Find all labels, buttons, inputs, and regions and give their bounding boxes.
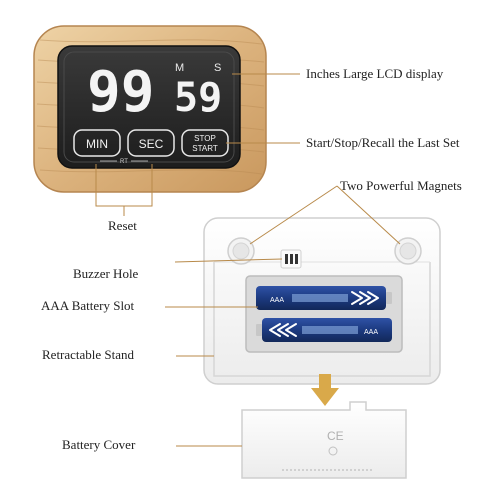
svg-text:AAA: AAA [364, 329, 378, 336]
battery-top: AAA [256, 286, 392, 310]
battery-cover: CE [241, 401, 407, 479]
second-unit-label: S [214, 62, 221, 74]
timer-back: AAA AAA [203, 217, 441, 385]
reset-callout: Reset [108, 218, 137, 233]
svg-text:AAA: AAA [270, 297, 284, 304]
svg-text:SEC: SEC [139, 137, 164, 151]
start-stop-callout: Start/Stop/Recall the Last Set [306, 135, 460, 150]
min-button[interactable]: MIN [73, 129, 121, 157]
buzzer-hole [280, 249, 302, 269]
battery-slot-callout: AAA Battery Slot [41, 298, 135, 313]
callout-lines-top [95, 73, 300, 216]
buzzer-hole-callout: Buzzer Hole [73, 266, 139, 281]
sec-button[interactable]: SEC [127, 129, 175, 157]
callout-lines-bottom [165, 185, 401, 447]
minute-unit-label: M [175, 62, 184, 74]
battery-cover-callout: Battery Cover [62, 437, 136, 452]
retractable-stand-callout: Retractable Stand [42, 347, 135, 362]
battery-bottom: AAA [256, 318, 392, 342]
arrow-down-icon [311, 374, 339, 406]
timer-front: 99 59 M S MIN SEC RT STOP START [33, 25, 267, 193]
svg-text:START: START [192, 144, 218, 153]
ce-mark: CE [327, 429, 344, 443]
minutes-readout: 99 [87, 60, 154, 125]
svg-text:MIN: MIN [86, 137, 108, 151]
magnets-callout: Two Powerful Magnets [340, 178, 462, 193]
lcd-screen [57, 45, 241, 169]
svg-text:STOP: STOP [194, 134, 216, 143]
seconds-readout: 59 [174, 75, 222, 121]
rt-label: RT [120, 159, 128, 165]
lcd-display-callout: Inches Large LCD display [306, 66, 444, 81]
